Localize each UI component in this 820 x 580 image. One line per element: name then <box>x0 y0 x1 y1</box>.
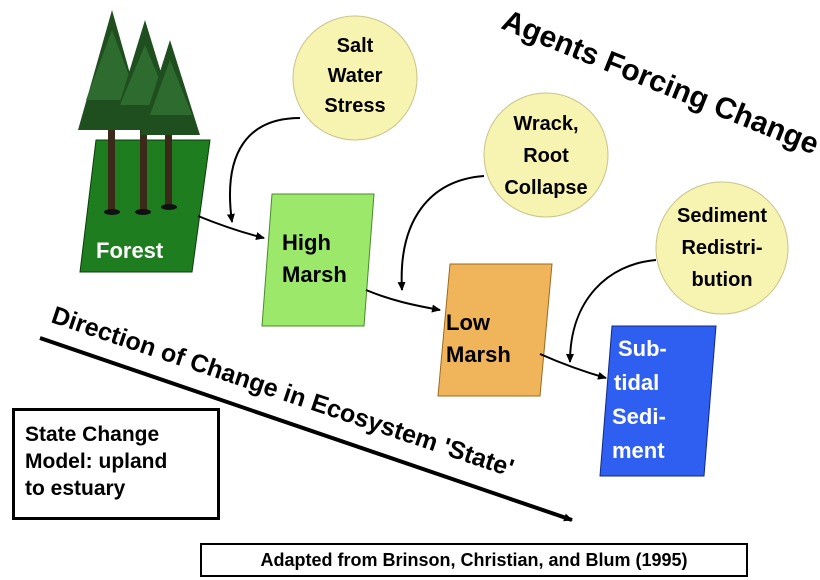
arrow-forest-to-high-marsh <box>197 215 265 240</box>
agent-circle-sediment <box>655 181 789 315</box>
subtidal-label-line4: ment <box>612 438 665 463</box>
legend-line-1: State Change <box>25 423 160 446</box>
agent-salt-water-stress: Salt Water Stress <box>292 15 418 141</box>
arrow-low-marsh-to-subtidal <box>539 353 607 380</box>
low-marsh-label-line2: Marsh <box>446 342 511 367</box>
agent-sediment-line2: Redistri- <box>681 237 762 259</box>
arrow-wrack-to-transition <box>397 175 485 291</box>
agent-wrack-line2: Root <box>523 145 569 167</box>
direction-arrow <box>39 336 573 522</box>
agent-circle-wrack <box>483 92 609 218</box>
arrow-high-marsh-to-low-marsh <box>365 289 441 313</box>
agent-sediment-line1: Sediment <box>677 205 767 227</box>
state-low-marsh: Low Marsh <box>437 263 553 397</box>
low-marsh-label-line1: Low <box>446 310 491 335</box>
subtidal-box <box>599 325 717 477</box>
agent-wrack-line1: Wrack, <box>513 113 578 135</box>
agent-wrack-line3: Collapse <box>504 177 587 199</box>
legend-line-2: Model: upland <box>25 450 168 473</box>
state-high-marsh: High Marsh <box>261 193 375 327</box>
subtidal-label-line2: tidal <box>614 370 659 395</box>
low-marsh-box <box>437 263 553 397</box>
legend-box: State Change Model: upland to estuary <box>12 408 220 520</box>
forest-label: Forest <box>96 238 164 263</box>
agent-sediment-redistribution: Sediment Redistri- bution <box>655 181 789 315</box>
trees-icon <box>78 10 200 215</box>
legend-line-3: to estuary <box>25 477 126 500</box>
agent-sediment-line3: bution <box>691 269 752 291</box>
agent-wrack-root-collapse: Wrack, Root Collapse <box>483 92 609 218</box>
citation: Adapted from Brinson, Christian, and Blu… <box>200 543 748 577</box>
subtidal-label-line1: Sub- <box>618 336 667 361</box>
arrow-sediment-to-transition <box>566 259 657 363</box>
state-forest: Forest <box>78 10 211 273</box>
arrow-salt-to-transition <box>226 117 301 223</box>
high-marsh-box <box>261 193 375 327</box>
agent-circle-salt-water <box>292 15 418 141</box>
high-marsh-label-line1: High <box>282 230 331 255</box>
state-subtidal-sediment: Sub- tidal Sedi- ment <box>599 325 717 477</box>
agent-salt-line2: Water <box>328 65 383 87</box>
agent-salt-line1: Salt <box>337 35 374 57</box>
subtidal-label-line3: Sedi- <box>612 404 666 429</box>
agent-salt-line3: Stress <box>324 95 385 117</box>
high-marsh-label-line2: Marsh <box>282 262 347 287</box>
